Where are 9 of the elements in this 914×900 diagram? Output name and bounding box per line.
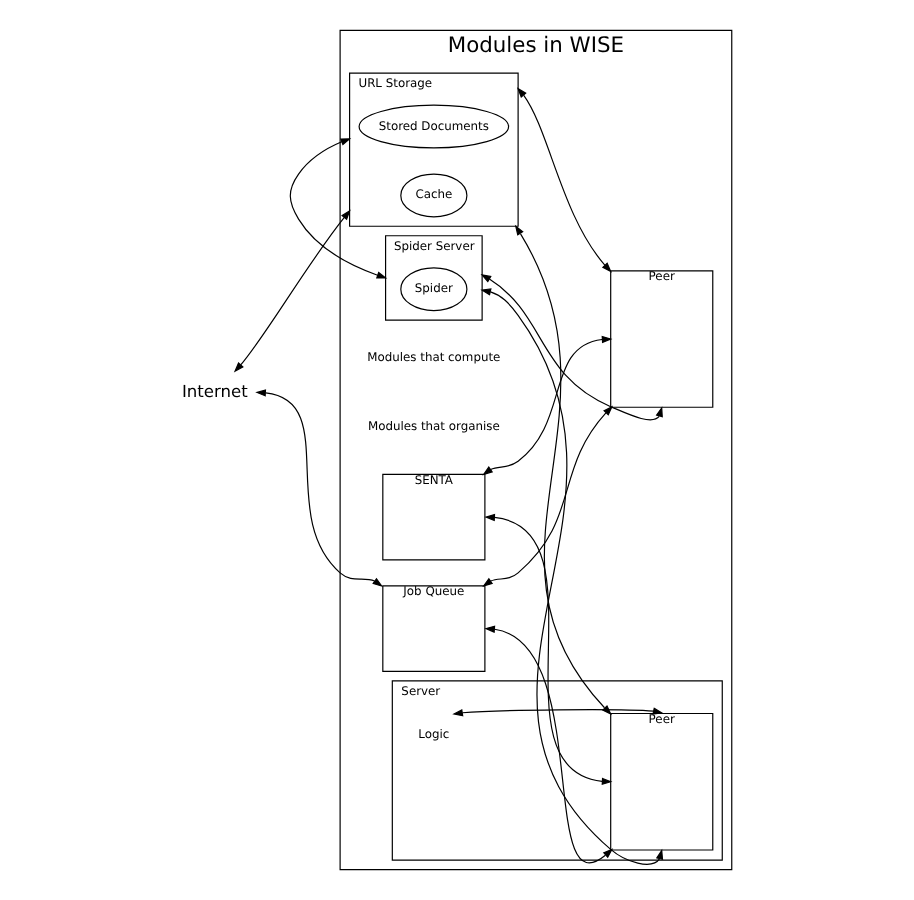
arrow	[480, 288, 664, 865]
arrow	[482, 405, 614, 587]
arrow	[516, 87, 612, 273]
node-text: Internet	[181, 380, 248, 401]
arrow	[480, 274, 663, 421]
arrow	[233, 209, 351, 373]
arrow	[289, 138, 388, 279]
arrow	[482, 335, 613, 476]
arrow	[255, 389, 384, 587]
